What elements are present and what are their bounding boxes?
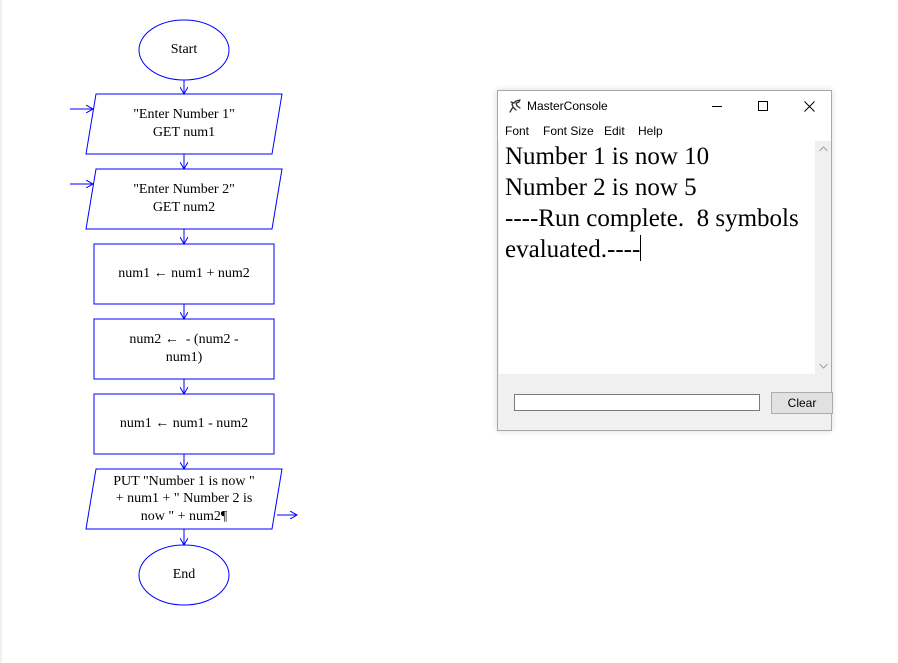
clear-button[interactable]: Clear: [771, 392, 833, 414]
console-input-field[interactable]: [514, 394, 760, 411]
menu-font-size[interactable]: Font Size: [543, 124, 594, 138]
maximize-icon: [758, 101, 768, 111]
menu-help[interactable]: Help: [638, 124, 663, 138]
assign-3-text: num1 ← num1 - num2: [94, 394, 274, 454]
assign-2-line-2: num1): [165, 350, 203, 365]
title-bar[interactable]: MasterConsole: [498, 91, 831, 121]
assign-2-text: num2 ← - (num2 - num1): [94, 319, 274, 379]
menu-font[interactable]: Font: [505, 124, 530, 138]
output-line-2: + num1 + " Number 2 is: [115, 491, 253, 507]
dinosaur-icon: [509, 99, 521, 113]
input-2-line-1: "Enter Number 2": [133, 182, 235, 197]
minimize-icon: [712, 106, 722, 107]
input-1-text: "Enter Number 1" GET num1: [100, 94, 268, 154]
console-output: Number 1 is now 10 Number 2 is now 5 ---…: [505, 141, 811, 265]
console-output-text: Number 1 is now 10 Number 2 is now 5 ---…: [505, 143, 799, 263]
chevron-down-icon: [818, 363, 828, 369]
close-button[interactable]: [786, 91, 832, 121]
input-2-line-2: GET num2: [152, 200, 216, 215]
output-line-1: PUT "Number 1 is now ": [113, 473, 255, 489]
start-label: Start: [170, 42, 198, 57]
maximize-button[interactable]: [740, 91, 786, 121]
master-console-window[interactable]: MasterConsole Font Font Size Edit Help N…: [497, 90, 833, 431]
assign-3-line-1: num1 ← num1 - num2: [119, 416, 249, 431]
close-icon: [803, 100, 815, 112]
input-1-line-1: "Enter Number 1": [133, 107, 235, 122]
chevron-up-icon: [818, 146, 828, 152]
assign-2-line-1: num2 ← - (num2 -: [129, 332, 239, 347]
input-2-text: "Enter Number 2" GET num2: [100, 169, 268, 229]
output-shape[interactable]: [85, 468, 283, 530]
canvas-left-edge: [0, 0, 2, 663]
menu-edit[interactable]: Edit: [604, 124, 625, 138]
output-text: PUT "Number 1 is now " + num1 + " Number…: [96, 469, 272, 529]
console-output-area[interactable]: Number 1 is now 10 Number 2 is now 5 ---…: [499, 141, 815, 374]
input-1-line-2: GET num1: [152, 125, 216, 140]
output-line-3: now " + num2¶: [140, 508, 228, 524]
scroll-up-button[interactable]: [815, 141, 831, 157]
input-1-shape[interactable]: [85, 93, 283, 155]
vertical-scrollbar[interactable]: [815, 141, 831, 374]
text-caret: [640, 235, 642, 261]
minimize-button[interactable]: [694, 91, 740, 121]
assign-1-text: num1 ← num1 + num2: [94, 244, 274, 304]
input-2-shape[interactable]: [85, 168, 283, 230]
window-title: MasterConsole: [527, 99, 608, 113]
scroll-down-button[interactable]: [815, 358, 831, 374]
menu-bar: Font Font Size Edit Help: [498, 121, 831, 141]
end-label: End: [172, 567, 196, 582]
assign-1-line-1: num1 ← num1 + num2: [118, 266, 250, 281]
